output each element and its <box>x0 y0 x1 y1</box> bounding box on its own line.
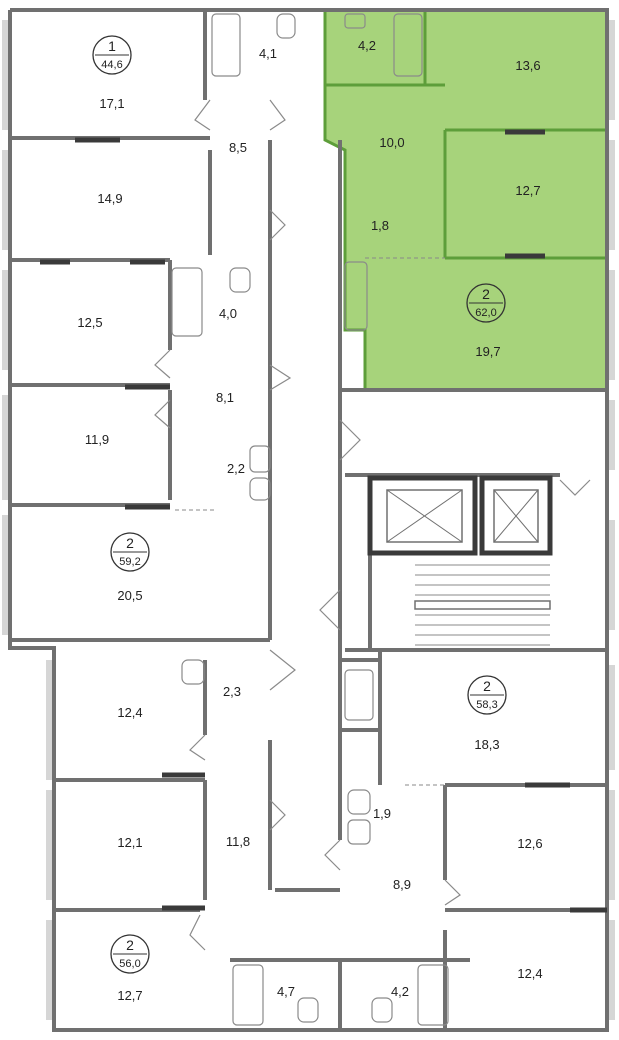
apartment-rooms: 1 <box>108 38 116 54</box>
room-area-label: 4,2 <box>358 38 376 53</box>
room-area-label: 4,0 <box>219 306 237 321</box>
room-area-label: 12,6 <box>517 836 542 851</box>
bathroom-fixtures <box>171 13 449 1026</box>
elevator-core <box>367 475 553 556</box>
room-area-label: 11,9 <box>85 432 109 447</box>
room-area-label: 12,5 <box>77 315 102 330</box>
room-area-label: 12,7 <box>515 183 540 198</box>
room-area-label: 8,5 <box>229 140 247 155</box>
room-area-label: 13,6 <box>515 58 540 73</box>
room-area-label: 4,7 <box>277 984 295 999</box>
badge-circle <box>467 675 507 715</box>
apartment-badge: 256,0 <box>110 934 150 974</box>
room-area-label: 11,8 <box>226 834 250 849</box>
room-area-label: 12,4 <box>117 705 142 720</box>
badge-circle <box>110 532 150 572</box>
room-area-label: 1,9 <box>373 806 391 821</box>
apartment-area: 58,3 <box>476 699 497 711</box>
highlighted-apartment-area[interactable] <box>323 10 607 392</box>
room-area-label: 14,9 <box>97 191 122 206</box>
room-area-label: 12,1 <box>117 835 142 850</box>
partition-lines <box>175 257 445 786</box>
windows <box>2 20 615 1020</box>
room-area-label: 17,1 <box>99 96 124 111</box>
room-area-label: 8,9 <box>393 877 411 892</box>
room-area-label: 12,4 <box>517 966 542 981</box>
apartment-rooms: 2 <box>483 678 491 694</box>
apartment-rooms: 2 <box>126 535 134 551</box>
wall-accents <box>40 129 607 913</box>
badge-circle <box>110 934 150 974</box>
badge-circle <box>466 283 506 323</box>
stairs <box>414 564 551 646</box>
room-area-labels: 17,1 4,1 4,2 13,6 8,5 10,0 14,9 12,7 1,8 12,5 4,0 1… <box>77 38 542 1003</box>
apartment-badge: 259,2 <box>110 532 150 572</box>
room-area-label: 4,2 <box>391 984 409 999</box>
room-area-label: 8,1 <box>216 390 234 405</box>
room-area-label: 12,7 <box>117 988 142 1003</box>
room-area-label: 1,8 <box>371 218 389 233</box>
apartment-area: 59,2 <box>119 556 140 568</box>
apartment-rooms: 2 <box>482 286 490 302</box>
room-area-label: 2,2 <box>227 461 245 476</box>
room-area-label: 18,3 <box>474 737 499 752</box>
room-area-label: 20,5 <box>117 588 142 603</box>
apartment-area: 62,0 <box>475 307 496 319</box>
badge-circle <box>92 35 132 75</box>
apartment-badge: 258,3 <box>467 675 507 715</box>
apartment-rooms: 2 <box>126 937 134 953</box>
apartment-area: 44,6 <box>101 59 122 71</box>
walls <box>8 8 609 1032</box>
room-area-label: 2,3 <box>223 684 241 699</box>
apartment-area: 56,0 <box>119 958 140 970</box>
room-area-label: 4,1 <box>259 46 277 61</box>
apartment-badge: 262,0 <box>466 283 506 323</box>
doors <box>154 99 591 951</box>
room-area-label: 19,7 <box>475 344 500 359</box>
apartment-badge: 144,6 <box>92 35 132 75</box>
room-area-label: 10,0 <box>379 135 404 150</box>
